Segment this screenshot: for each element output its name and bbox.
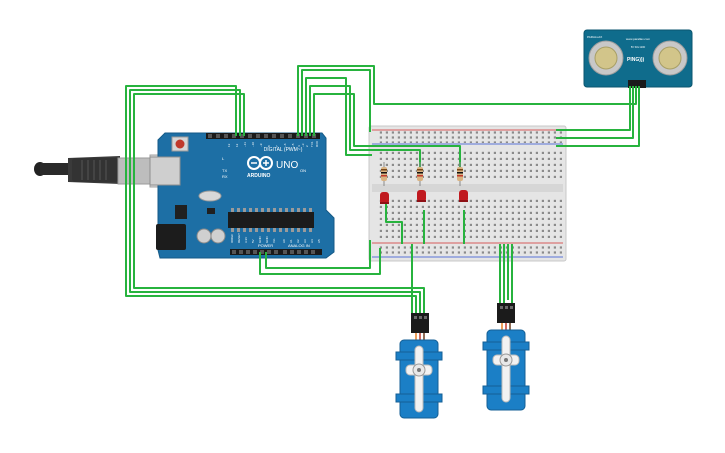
wires [125,65,640,315]
servo-motor-1 [395,313,443,419]
tx-label: TX [222,168,227,173]
wire [385,200,403,244]
analog-pin-label: A2 [296,239,300,243]
l-led-label: L [222,156,225,161]
servo-motor-2 [482,303,530,411]
analog-pin-label: A4 [310,239,314,243]
power-pin-label: 5V [251,239,255,243]
digital-pin-label: ~9 [259,143,263,147]
wire [301,69,371,136]
sensor-left-text: PARALLAX [587,35,602,39]
wire [297,65,637,136]
usb-socket [149,156,181,186]
wire [259,248,381,275]
digital-pin-label: 12 [235,143,239,147]
digital-pin-label: 7 [275,145,279,147]
gnd-label: GND [215,123,219,131]
aref-label: AREF [207,122,211,131]
digital-pin-label: 2 [305,145,309,147]
digital-pin-label: 4 [297,145,301,147]
wire [129,89,421,315]
wire [305,77,372,156]
wire [309,85,421,178]
capacitor-1 [196,228,212,244]
arduino-brand: ARDUINO [247,173,270,179]
analog-pin-label: A1 [289,239,293,243]
wire [556,86,634,139]
sensor-pin-header [628,80,646,88]
power-pin-label: Vin [272,238,276,243]
digital-pin-label: TX1 [310,141,314,147]
power-pin-label: RESET [237,233,241,243]
sensor-model-label: PING))) [627,57,645,63]
arduino-logo [247,156,273,170]
wire [133,93,425,315]
resistor-3 [457,162,463,186]
resistor-1 [381,162,387,186]
wire [265,240,371,269]
digital-pin-label: ~5 [291,143,295,147]
power-pin-label: 3.3V [244,237,248,243]
analog-label: ANALOG IN [288,243,310,248]
digital-pin-label: ~11 [243,142,247,147]
digital-header-label: DIGITAL (PWM~) [264,147,303,153]
sensor-brand-line: www.parallax.com [626,37,651,41]
arduino-uno-board: DIGITAL (PWM~) AREF GND TX RX L ON ARDUI… [149,122,335,259]
power-jack [156,224,186,250]
digital-pin-label: 13 [227,143,231,147]
ultrasonic-sensor: PARALLAX www.parallax.com PING))) 5V SIG… [583,29,693,88]
power-pin-label: GND [265,236,269,244]
resistor-2 [417,162,423,186]
atmega-chip [228,212,314,228]
power-pin-label: IOREF [230,234,234,243]
digital-pin-label: ~6 [283,143,287,147]
led-3 [459,190,468,202]
power-pin-label: GND [258,236,262,244]
digital-header [206,133,320,139]
wire [556,86,640,147]
digital-pin-label: RX0 [315,141,319,147]
sensor-pin-label: 5V SIG GND [631,46,646,49]
led-2 [417,190,426,202]
power-label: POWER [258,243,273,248]
digital-pin-label: ~3 [301,143,305,147]
wire [313,93,461,176]
on-led-label: ON [300,168,306,173]
digital-pin-label: 8 [267,145,271,147]
analog-pin-label: A5 [317,239,321,243]
digital-pin-label: ~10 [251,142,255,147]
usb-cable [34,154,169,188]
capacitor-2 [210,228,226,244]
analog-pin-label: A0 [282,239,286,243]
arduino-model: UNO [276,160,298,171]
rx-label: RX [222,174,228,179]
wire [556,86,631,131]
analog-pin-label: A3 [303,239,307,243]
led-1 [380,192,389,204]
crystal-oscillator [198,190,222,202]
